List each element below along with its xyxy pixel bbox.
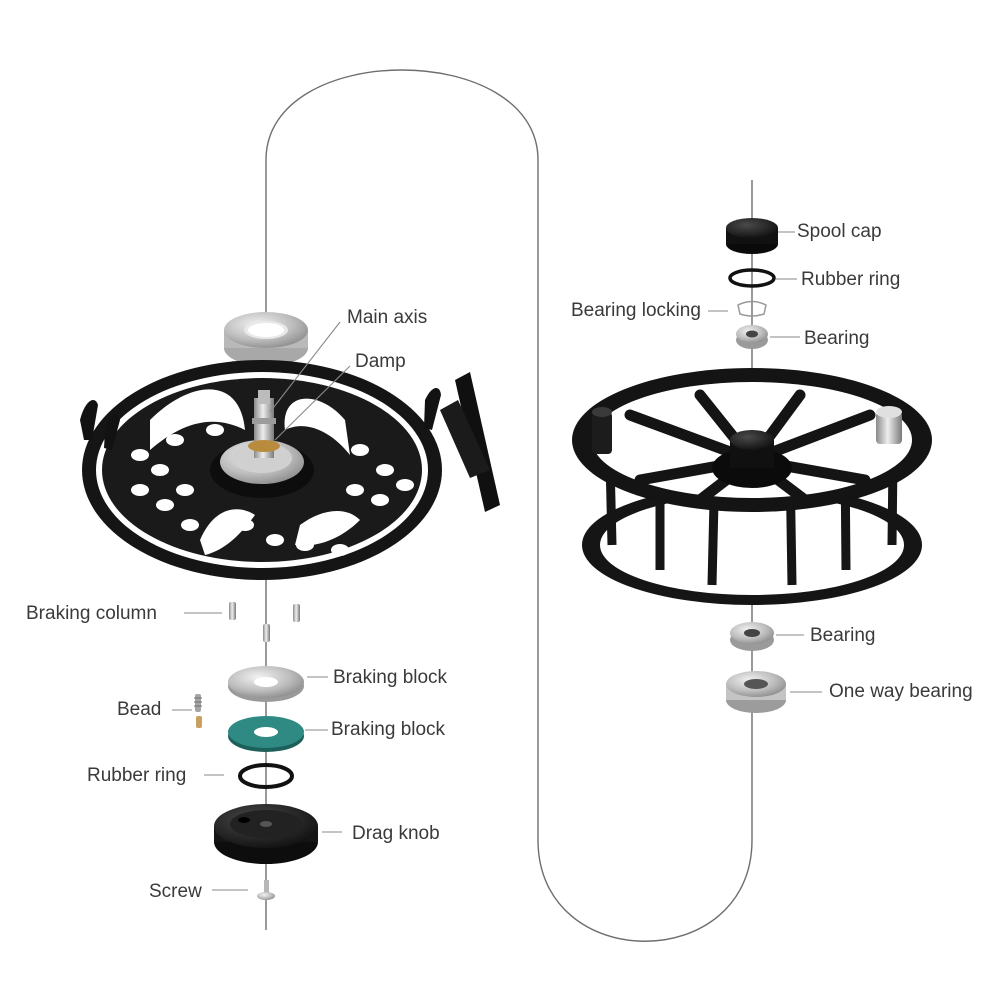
label-screw: Screw <box>149 881 202 902</box>
fishing-line <box>265 69 753 942</box>
one-way-bearing <box>726 671 786 713</box>
spool-cap <box>726 218 778 254</box>
label-bearing-locking: Bearing locking <box>571 300 701 321</box>
leader-lines <box>172 231 822 891</box>
label-bead: Bead <box>117 699 162 720</box>
rubber-ring-left <box>238 763 294 789</box>
label-bearing-top: Bearing <box>804 328 870 349</box>
label-rubber-ring-right: Rubber ring <box>801 269 901 290</box>
label-braking-block-green: Braking block <box>331 719 446 740</box>
braking-block-green <box>228 716 304 752</box>
label-drag-knob: Drag knob <box>352 823 440 844</box>
main-axis-shaft <box>248 390 280 458</box>
label-bearing-bottom: Bearing <box>810 625 876 646</box>
drag-knob <box>214 804 318 864</box>
braking-block-silver <box>228 666 304 702</box>
label-spool-cap: Spool cap <box>797 221 882 242</box>
top-nut <box>224 312 308 366</box>
screw-part <box>257 880 275 900</box>
reel-frame <box>80 360 500 580</box>
bearing-top <box>736 325 768 349</box>
label-one-way-bearing: One way bearing <box>829 681 973 702</box>
label-main-axis: Main axis <box>347 307 428 328</box>
bearing-locking-clip <box>737 300 767 317</box>
label-braking-block-silver: Braking block <box>333 667 448 688</box>
rubber-ring-right <box>728 268 776 288</box>
bearing-bottom <box>730 622 774 651</box>
label-rubber-ring-left: Rubber ring <box>87 765 187 786</box>
braking-columns <box>229 602 300 642</box>
spool-body <box>572 368 932 605</box>
label-braking-column: Braking column <box>26 603 157 624</box>
label-damp: Damp <box>355 351 406 372</box>
bead-spring <box>194 694 202 728</box>
